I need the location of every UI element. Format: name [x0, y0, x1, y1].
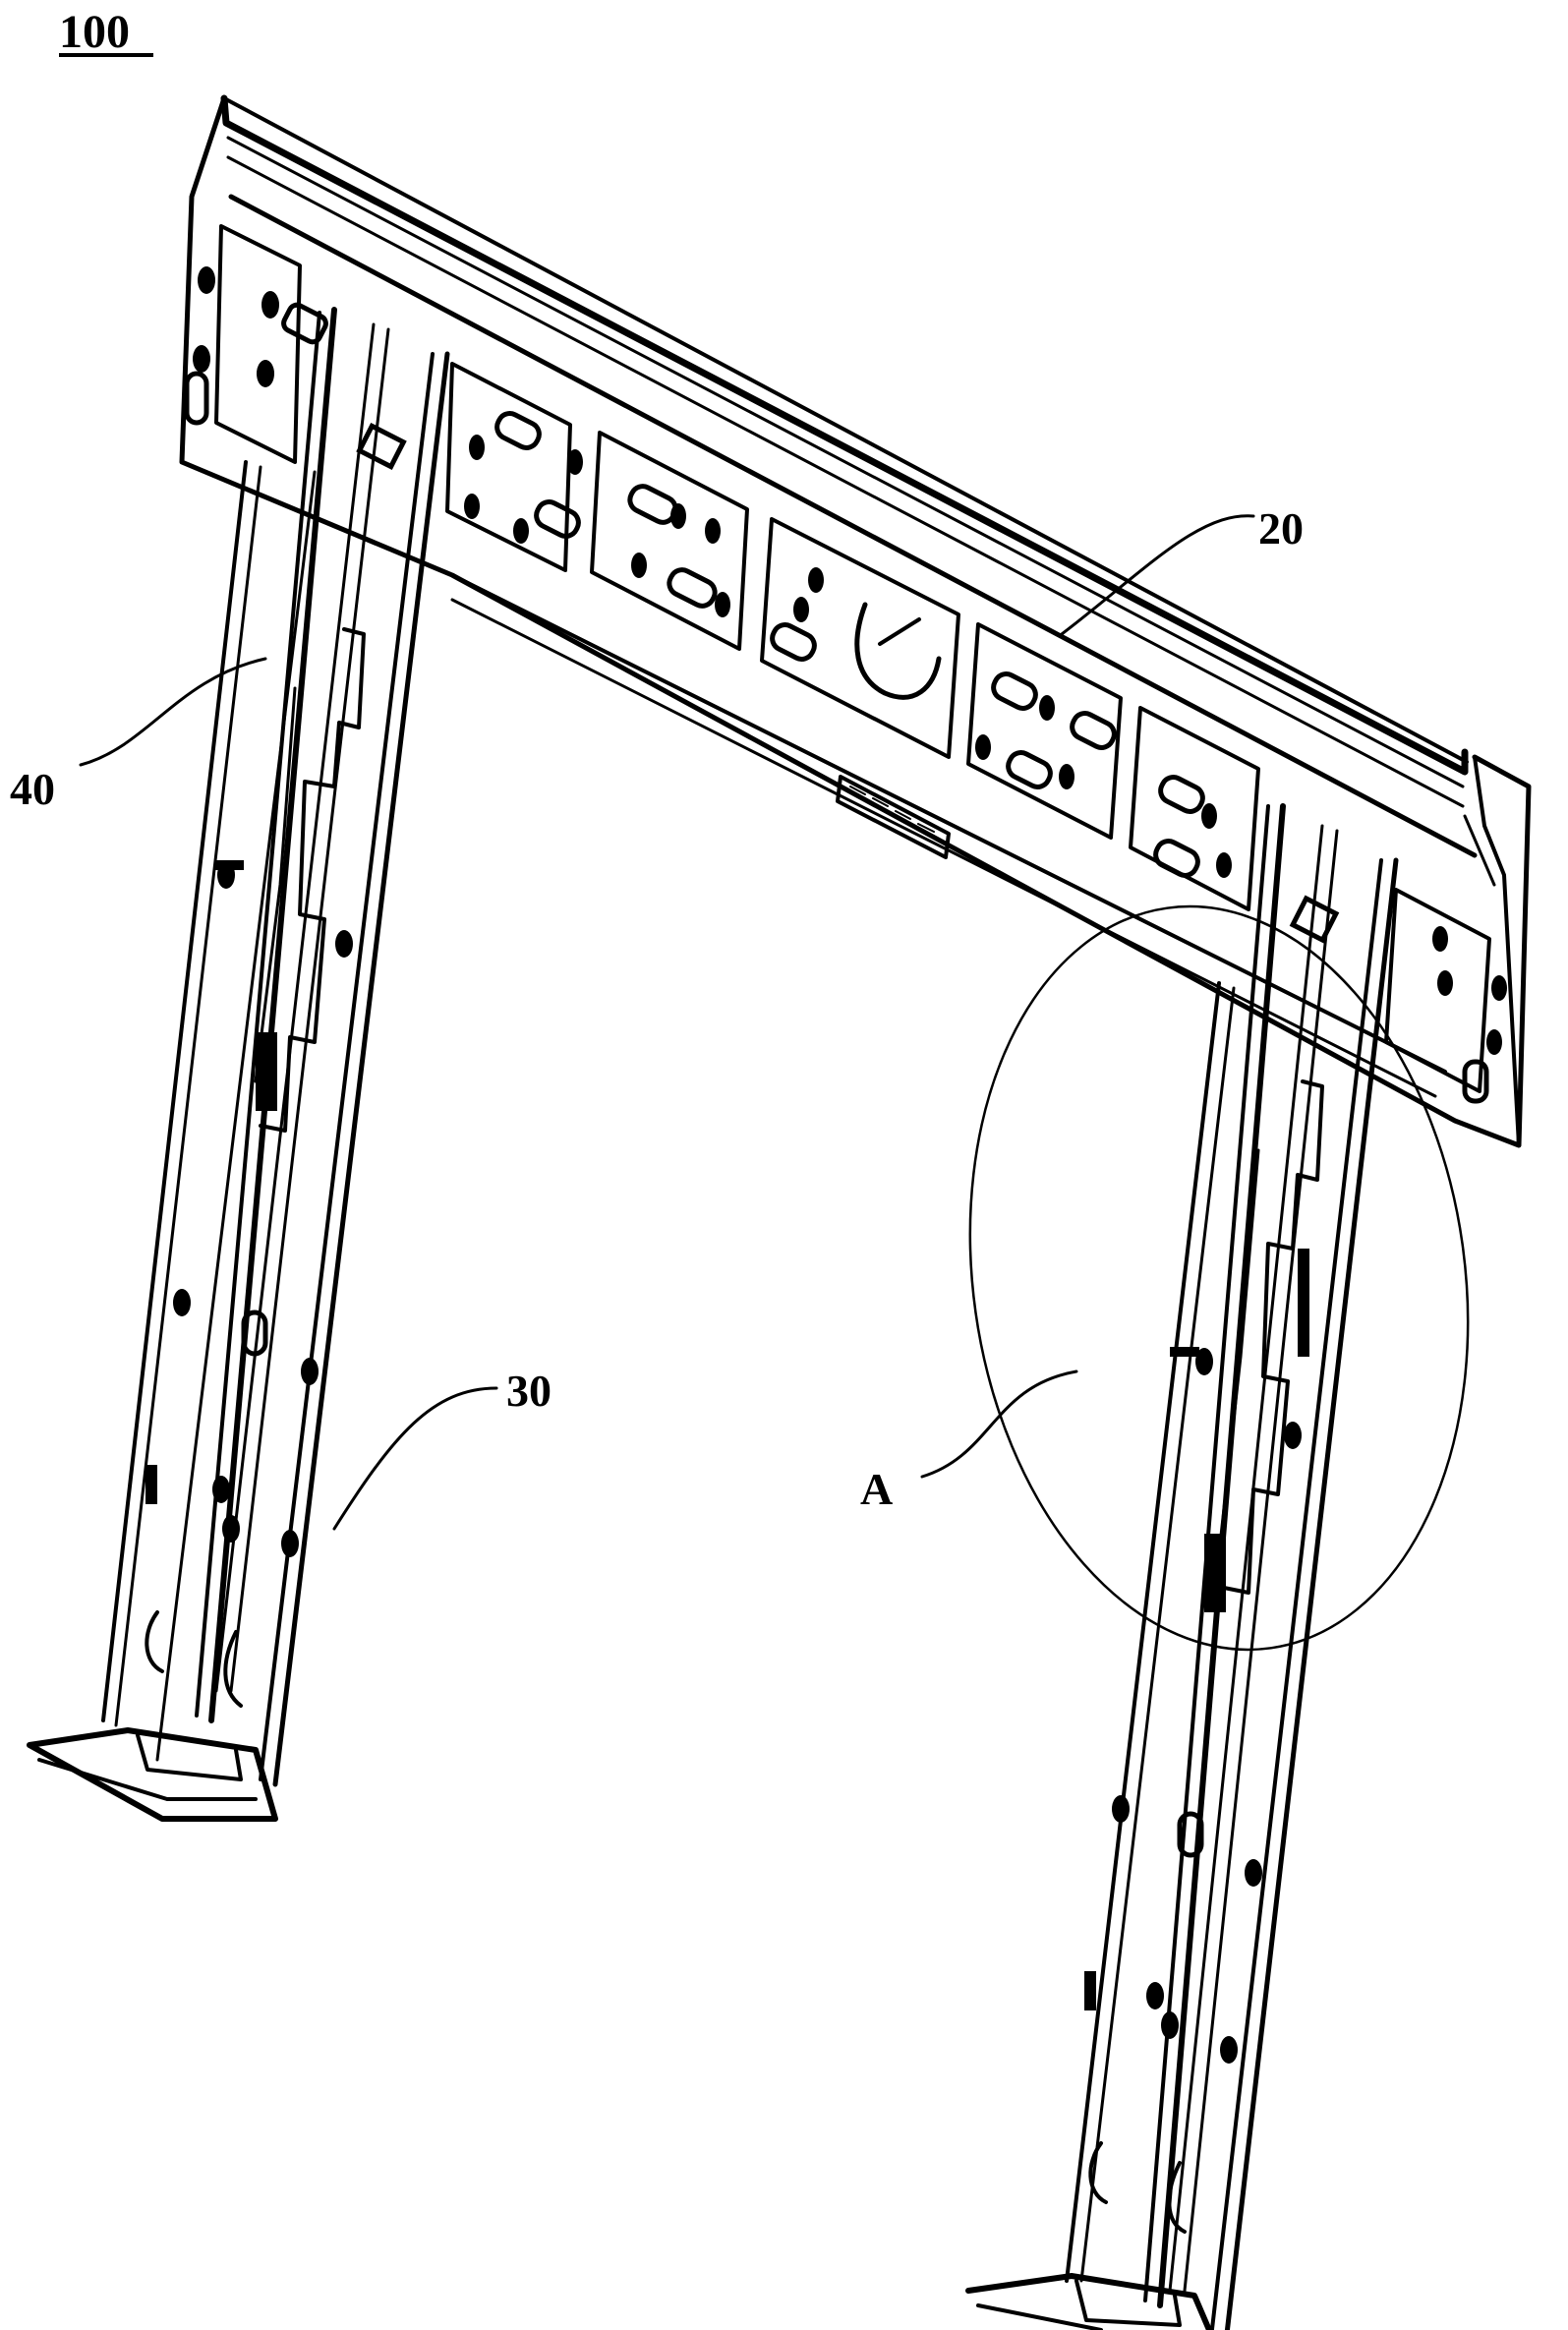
leader-lines [79, 514, 1255, 1531]
left-bracket-holes [145, 860, 353, 1557]
label-detail: A [860, 1464, 893, 1514]
detail-circle [968, 904, 1470, 1652]
crossbar-panels [214, 224, 1491, 1093]
label-lower-bracket: 30 [506, 1366, 552, 1416]
right-bracket-holes [1084, 1249, 1309, 2064]
crossbar [179, 94, 1532, 1148]
right-bracket [965, 803, 1399, 2330]
label-upper-bracket: 40 [10, 764, 55, 814]
label-crossbar: 20 [1258, 503, 1304, 553]
crossbar-holes [184, 266, 1507, 1104]
left-bracket [27, 307, 450, 1822]
figure-number: 100 [59, 6, 130, 58]
